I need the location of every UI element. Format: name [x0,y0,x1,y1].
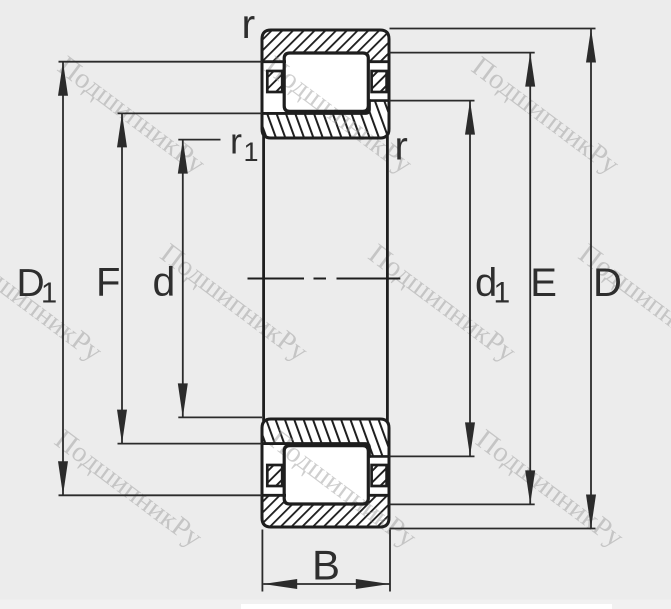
svg-text:E: E [530,261,557,305]
svg-text:1: 1 [494,277,511,310]
svg-text:r: r [242,1,256,47]
svg-text:F: F [96,261,120,305]
svg-text:d: d [153,259,176,305]
svg-text:d: d [475,261,497,305]
svg-text:r: r [395,125,408,169]
svg-text:1: 1 [244,137,259,167]
svg-text:D: D [593,261,622,305]
svg-text:B: B [312,541,340,588]
svg-text:r: r [230,121,242,162]
svg-text:D: D [17,262,45,305]
svg-text:1: 1 [41,278,57,310]
